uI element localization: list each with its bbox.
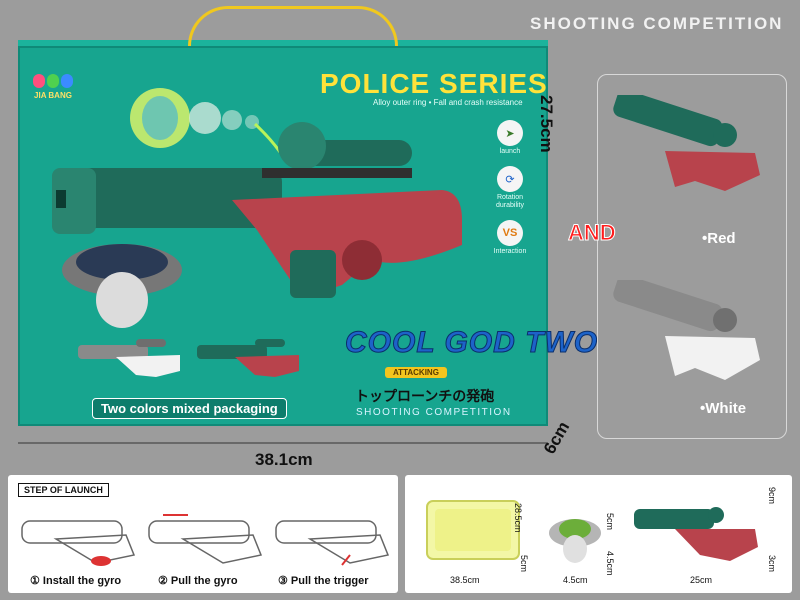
feature-interaction: VS Interaction [490,220,530,256]
tray-depth: 5cm [519,555,529,573]
launch-icon: ➤ [497,120,523,146]
feature-rotation: ⟳ Rotation durability [490,166,530,210]
series-title: POLICE SERIES [320,68,548,99]
brand-name: JIA BANG [34,91,72,100]
white-variant-label: •White [700,400,747,417]
feature-launch: ➤ launch [490,120,530,156]
launch-steps-panel: STEP OF LAUNCH ① Install the gyro ② Pull… [8,475,398,593]
parts-size-panel: 38.5cm 28.5cm 5cm 4.5cm 5cm 4.5cm 25cm 9… [405,475,792,593]
step-2-label: ② Pull the gyro [158,575,238,587]
gun-width: 25cm [690,575,713,585]
step-1-illustration [21,520,136,566]
step-3-label: ③ Pull the trigger [278,575,369,587]
step-3-illustration [275,520,390,566]
gyro-height: 5cm [605,513,615,531]
tray-width: 38.5cm [450,575,480,585]
mini-white-gun [78,339,180,377]
japanese-title: トップローンチの発砲 [355,388,495,404]
red-variant-label: •Red [702,230,736,247]
page-title: SHOOTING COMPETITION [530,14,784,33]
steps-title: STEP OF LAUNCH [18,483,109,497]
series-subtitle: Alloy outer ring • Fall and crash resist… [373,98,523,107]
mini-red-gun [197,339,299,377]
versus-icon: VS [497,220,523,246]
gyro-depth: 4.5cm [605,551,615,576]
gun-height: 9cm [767,487,777,505]
gyro-width: 4.5cm [563,575,588,585]
white-gun-variant [613,280,760,380]
width-dimension-line [18,442,548,444]
gun-part-illustration [634,507,758,561]
gun-depth: 3cm [767,555,777,573]
mixed-packaging-label: Two colors mixed packaging [92,398,287,419]
tray-height: 28.5cm [513,503,523,533]
box-lid [18,40,548,50]
rotation-icon: ⟳ [497,166,523,192]
flying-gyro-graphic [130,88,282,153]
red-gun-variant [613,95,760,191]
step-2-illustration [148,514,263,564]
tray-illustration [426,500,520,560]
step-1-label: ① Install the gyro [30,575,122,587]
feature-list: ➤ launch ⟳ Rotation durability VS Intera… [490,120,530,266]
box-height: 27.5cm [537,95,556,153]
variants-panel [597,74,787,439]
brand-logo: JIA BANG [30,74,76,100]
box-width: 38.1cm [255,450,313,469]
gun-illustration [52,122,462,328]
shooting-subtitle: SHOOTING COMPETITION [356,407,512,418]
and-label: AND [568,220,617,246]
product-logo: COOL GOD TWO [344,326,599,360]
box-handle [188,6,398,48]
product-badge: ATTACKING [385,367,447,378]
gyro-illustration [549,519,601,563]
